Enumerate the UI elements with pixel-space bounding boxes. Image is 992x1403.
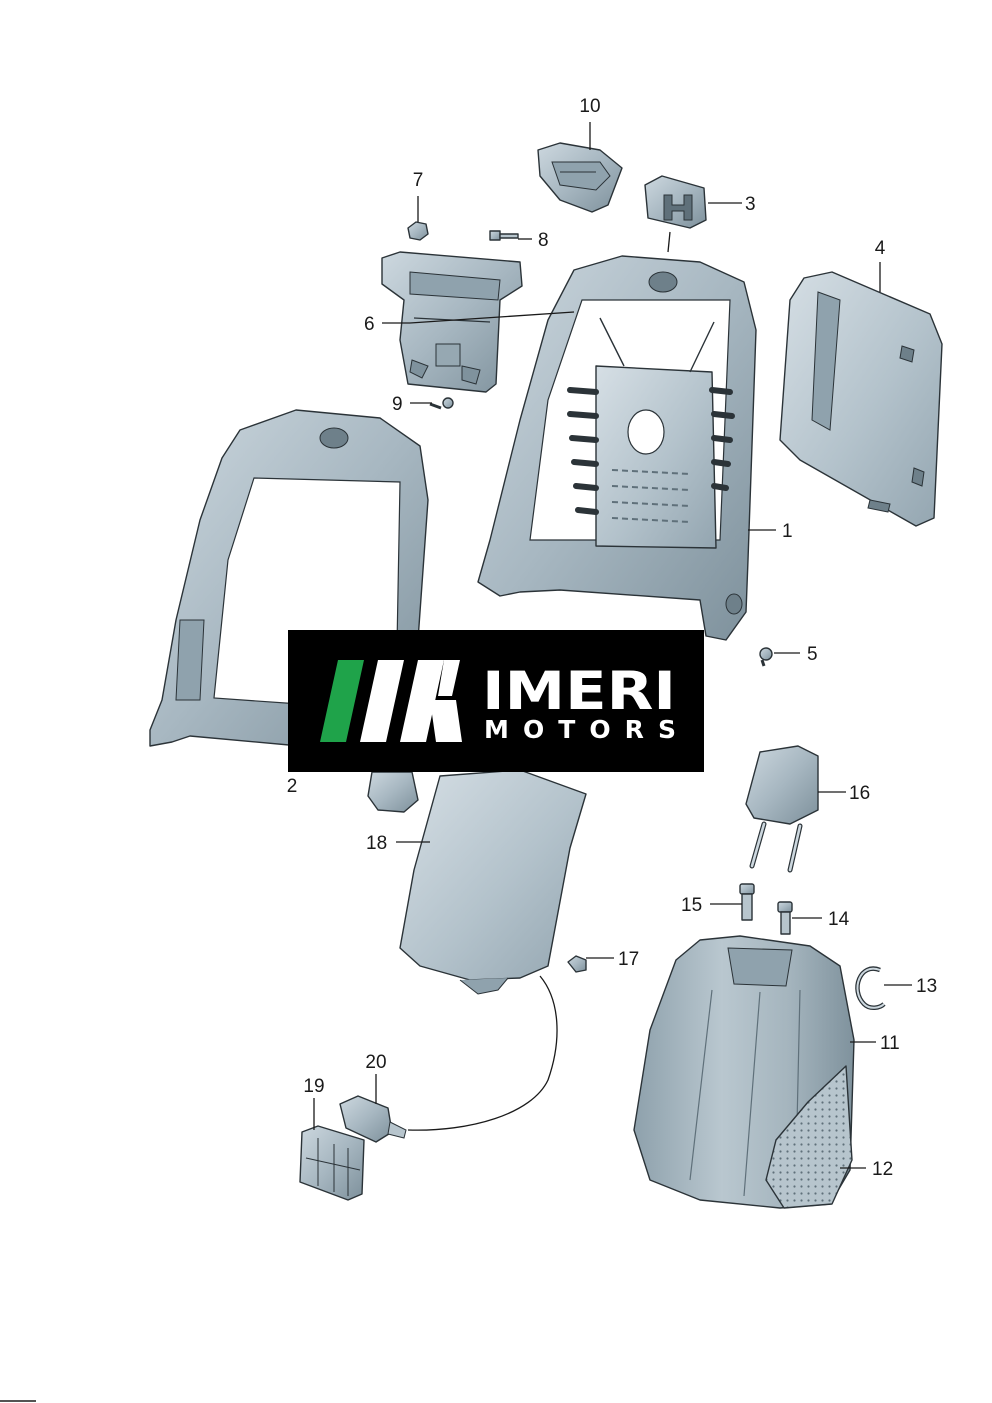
part-1-backrest-frame <box>477 255 757 641</box>
part-15-sleeve <box>739 883 755 921</box>
callout-14: 14 <box>828 909 850 930</box>
callout-15: 15 <box>681 895 702 916</box>
part-5-screw <box>759 647 773 667</box>
part-13-ring <box>855 966 886 1010</box>
callout-12: 12 <box>872 1159 893 1180</box>
leader-lines <box>313 122 912 1169</box>
part-18-panel-sheet <box>399 769 587 1131</box>
callout-7: 7 <box>413 170 424 191</box>
logo-mark <box>320 660 462 742</box>
part-10-top-trim <box>537 142 623 213</box>
callout-8: 8 <box>538 230 549 251</box>
part-3-headrest-guide <box>644 175 707 229</box>
callout-19: 19 <box>303 1076 324 1097</box>
callout-4: 4 <box>875 238 886 259</box>
logo-stripe-green <box>320 660 364 742</box>
part-12-perforated-insert <box>765 1065 853 1209</box>
logo-stripe-1 <box>360 660 404 742</box>
part-8-bolt <box>489 230 519 241</box>
part-7-nut <box>407 221 429 241</box>
callout-16: 16 <box>849 783 870 804</box>
part-14-sleeve <box>777 901 793 935</box>
part-4-rear-panel <box>779 271 943 527</box>
part-19-housing <box>299 1125 365 1201</box>
callout-9: 9 <box>392 394 403 415</box>
part-6-bracket <box>381 251 523 393</box>
part-20-connector <box>339 1095 407 1143</box>
callout-6: 6 <box>364 314 375 335</box>
logo-stripe-2 <box>400 660 444 742</box>
part-16-headrest <box>745 745 819 873</box>
callout-11: 11 <box>880 1033 900 1054</box>
callout-18: 18 <box>366 833 387 854</box>
callout-labels: 10 3 7 8 4 6 9 1 5 2 16 18 15 14 17 13 1… <box>287 96 937 1180</box>
callout-2: 2 <box>287 776 298 797</box>
callout-13: 13 <box>916 976 937 997</box>
part-9-screw <box>429 397 454 410</box>
watermark-background <box>288 630 704 772</box>
brand-name-imeri: IMERI <box>482 661 676 722</box>
callout-1: 1 <box>782 521 793 542</box>
logo-k-arm <box>430 660 462 742</box>
callout-20: 20 <box>365 1052 386 1073</box>
imeri-motors-watermark: IMERI MOTORS <box>288 630 704 772</box>
callout-5: 5 <box>807 644 818 665</box>
callout-10: 10 <box>579 96 600 117</box>
part-17-clip <box>567 955 587 973</box>
callout-17: 17 <box>618 949 639 970</box>
callout-3: 3 <box>745 194 756 215</box>
